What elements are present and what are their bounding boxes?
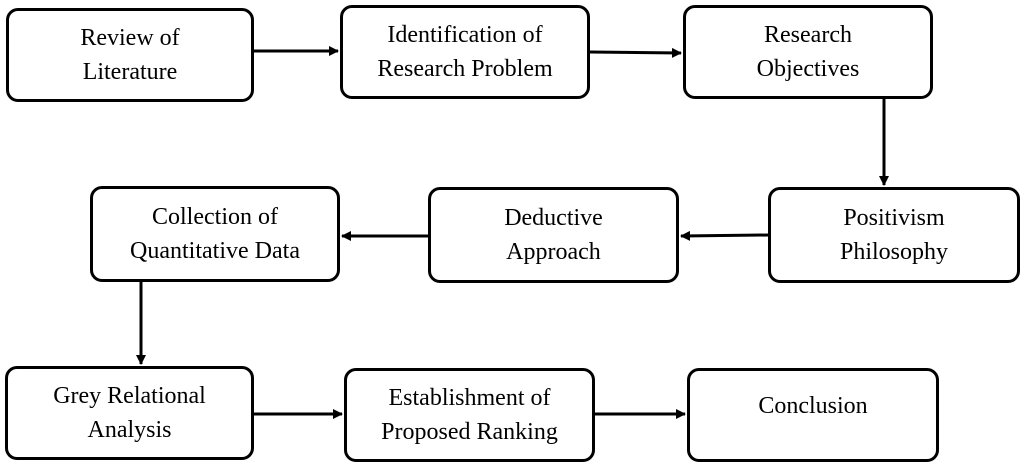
node-identification-of-research-problem: Identification of Research Problem <box>340 5 590 99</box>
node-label-line1: Positivism <box>843 205 945 231</box>
node-label-line2: Objectives <box>756 56 860 82</box>
node-label-line1: Conclusion <box>758 393 868 419</box>
node-label-line2: Quantitative Data <box>130 238 300 264</box>
node-collection-of-quantitative-data: Collection of Quantitative Data <box>90 186 340 282</box>
node-grey-relational-analysis: Grey Relational Analysis <box>5 366 254 460</box>
node-label-line2: Philosophy <box>839 239 949 265</box>
node-label-line1: Identification of <box>387 22 543 48</box>
node-review-of-literature: Review of Literature <box>6 8 254 102</box>
node-label-line2: Approach <box>506 239 601 265</box>
node-label-line1: Deductive <box>504 205 603 231</box>
node-research-objectives: Research Objectives <box>683 5 933 99</box>
node-label-line2: Literature <box>82 59 178 85</box>
node-establishment-of-proposed-ranking: Establishment of Proposed Ranking <box>344 368 595 462</box>
node-label-line1: Grey Relational <box>53 383 206 409</box>
arrow-positivism-to-deductive <box>680 230 769 241</box>
node-label-line1: Review of <box>80 25 180 51</box>
node-label-line1: Research <box>764 22 852 48</box>
node-label-line1: Establishment of <box>388 385 551 411</box>
node-label-line2: Analysis <box>87 417 172 443</box>
node-conclusion: Conclusion <box>687 368 939 462</box>
node-label-line2: Research Problem <box>377 56 553 82</box>
node-label-line2: Proposed Ranking <box>381 419 558 445</box>
node-label-line1: Collection of <box>152 204 278 230</box>
arrow-identification-to-objectives <box>589 47 682 58</box>
node-deductive-approach: Deductive Approach <box>428 187 679 283</box>
node-positivism-philosophy: Positivism Philosophy <box>768 187 1020 283</box>
